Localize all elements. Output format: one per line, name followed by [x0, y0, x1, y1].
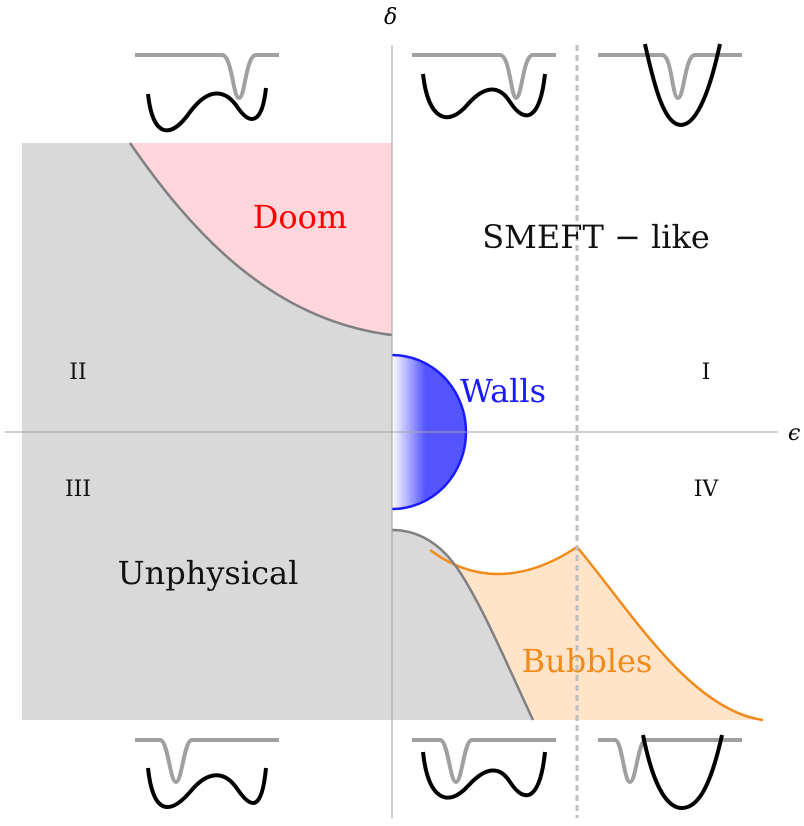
quadrant-label-iii: III [65, 477, 91, 502]
y-axis-label: δ [384, 5, 397, 30]
x-axis-label: ϵ [788, 421, 800, 446]
potential-sketch-bottom-middle [412, 738, 556, 800]
quadrant-label-ii: II [69, 360, 86, 385]
bubbles-label: Bubbles [522, 642, 653, 680]
smeft-label: SMEFT − like [482, 218, 710, 256]
walls-label: Walls [460, 372, 546, 410]
doom-label: Doom [253, 198, 348, 236]
potential-sketch-top-left [135, 53, 279, 133]
unphysical-boundary [391, 528, 535, 721]
quadrant-label-i: I [702, 360, 711, 385]
quadrant-label-iv: IV [694, 477, 720, 502]
potential-sketch-top-right [598, 43, 742, 128]
bubbles-boundary [429, 545, 764, 722]
unphysical-region-wedge [392, 530, 533, 720]
doom-region [130, 143, 392, 335]
potential-sketch-bottom-right [598, 734, 742, 811]
unphysical-label: Unphysical [118, 554, 299, 592]
potential-sketch-bottom-left [135, 738, 279, 809]
doom-boundary [128, 142, 393, 337]
potential-sketch-top-middle [412, 53, 556, 120]
